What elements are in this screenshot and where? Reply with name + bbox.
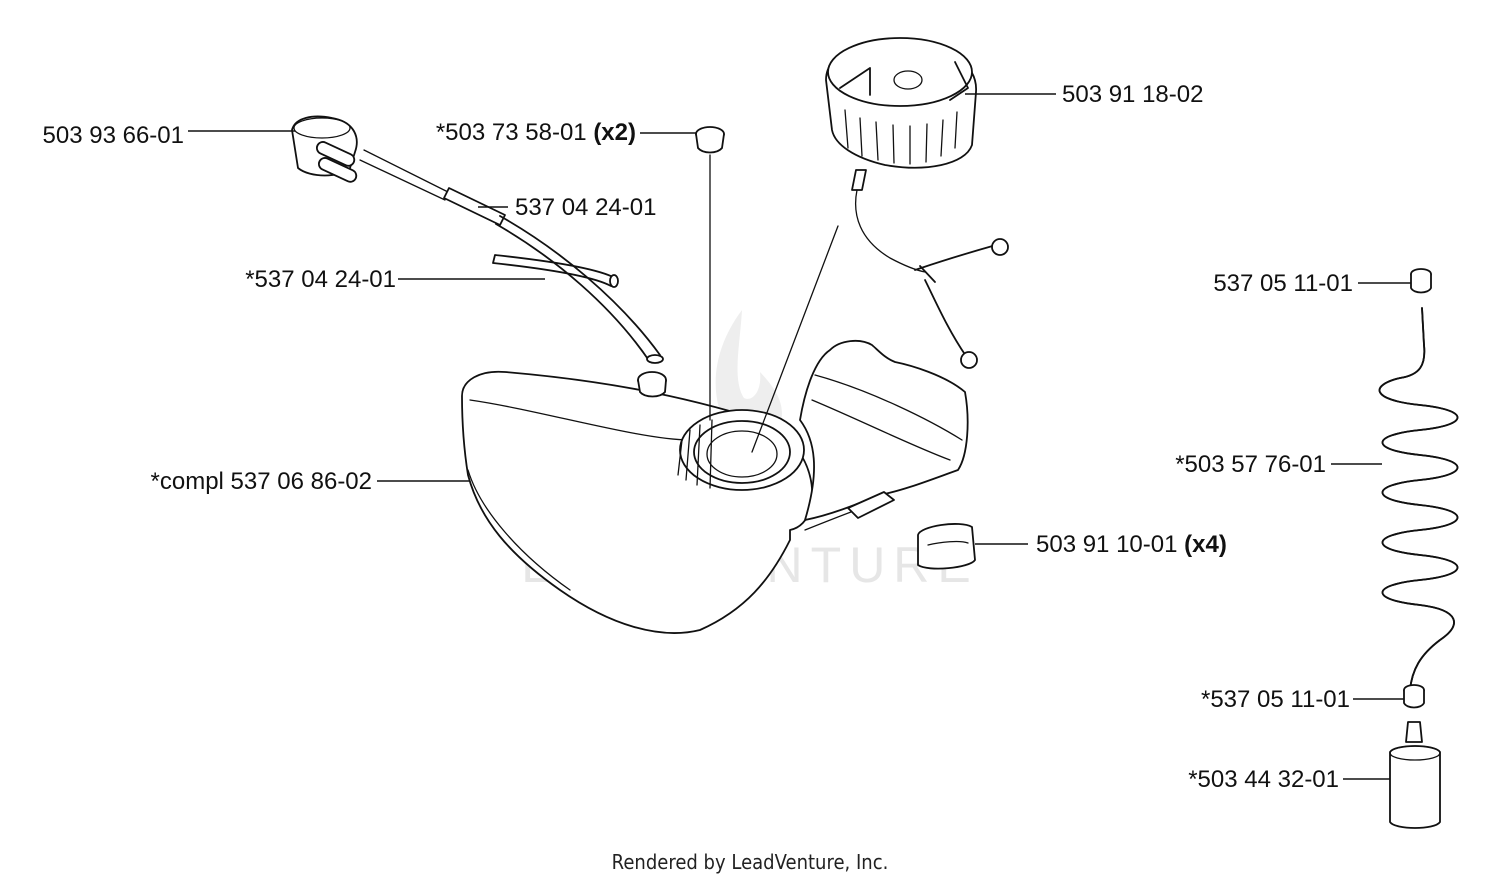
label-fuel-cap: 503 91 18-02 — [1062, 81, 1203, 108]
label-coil-hose: *503 57 76-01 — [1175, 451, 1326, 478]
footer-credit: Rendered by LeadVenture, Inc. — [611, 850, 889, 874]
fuel-cap-drawing — [825, 37, 1009, 369]
label-fuel-tank: *compl 537 06 86-02 — [151, 468, 372, 495]
fuel-filter-drawing — [1389, 721, 1441, 829]
coil-hose-drawing — [1378, 307, 1459, 691]
label-fuel-filter: *503 44 32-01 — [1188, 766, 1339, 793]
grommet-drawing — [695, 126, 725, 421]
label-fuel-pickup: 503 93 66-01 — [43, 122, 184, 149]
leader-lines — [188, 93, 1411, 780]
fuel-tank-drawing — [461, 339, 976, 634]
label-fitting-bottom: *537 05 11-01 — [1201, 686, 1350, 713]
fuel-pickup-drawing — [291, 115, 449, 201]
label-fuel-hose: 537 04 24-01 — [515, 194, 656, 221]
fitting-top-drawing — [1410, 268, 1432, 294]
fitting-bottom-drawing — [1403, 684, 1425, 709]
label-rubber-mount: 503 91 10-01 (x4) — [1036, 531, 1227, 558]
fuel-hose-drawing — [443, 187, 664, 364]
cap-to-neck-line — [751, 225, 839, 453]
label-fitting-top: 537 05 11-01 — [1213, 270, 1353, 297]
label-grommet: *503 73 58-01 (x2) — [436, 119, 636, 146]
label-fuel-hose-alt: *537 04 24-01 — [245, 266, 396, 293]
